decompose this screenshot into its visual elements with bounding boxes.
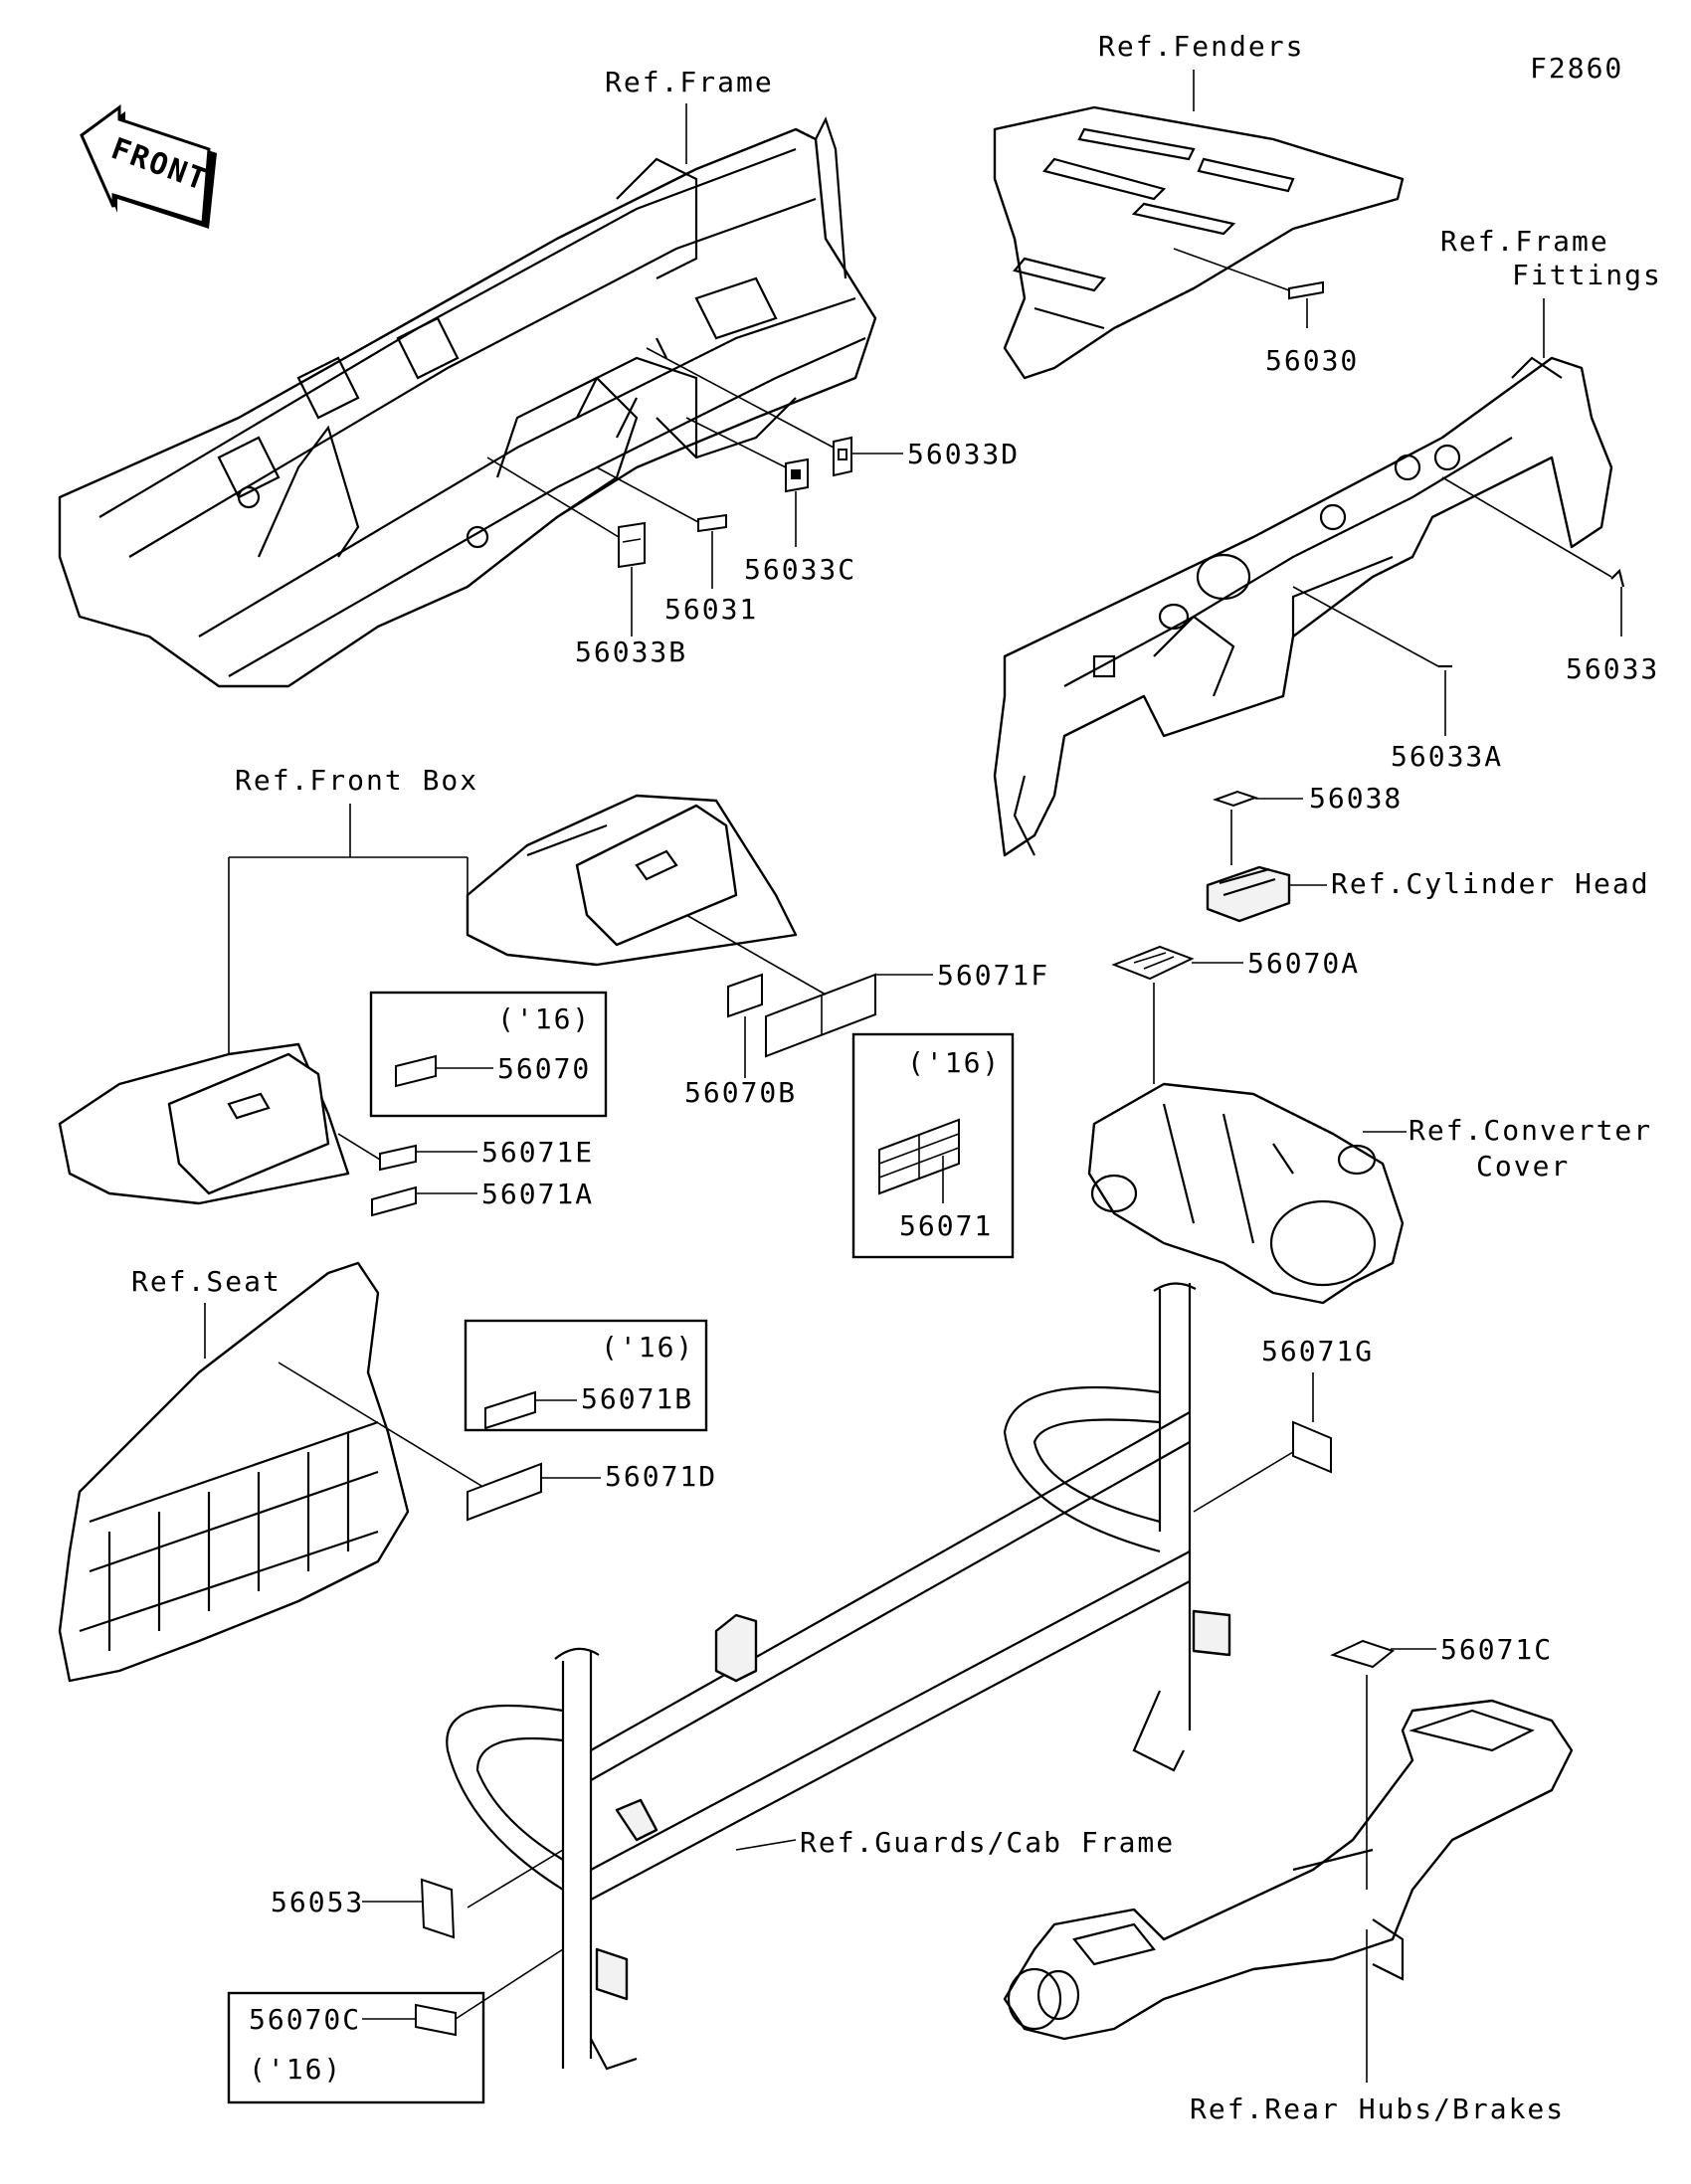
decal-56071g (1193, 1372, 1332, 1513)
seat-part (58, 1261, 410, 1683)
year-note-56070: ('16) (497, 1002, 591, 1035)
part-56071b: 56071B (581, 1382, 693, 1415)
part-56030: 56030 (1265, 344, 1359, 377)
part-56031: 56031 (664, 593, 758, 626)
ref-rear-hubs-brakes-label: Ref.Rear Hubs/Brakes (1190, 2093, 1565, 2125)
year-note-56071: ('16) (907, 1046, 1001, 1079)
part-56033b: 56033B (575, 636, 687, 668)
part-56071g: 56071G (1261, 1335, 1374, 1367)
ref-seat-label: Ref.Seat (131, 1265, 282, 1298)
front-direction-arrow-icon: FRONT (80, 104, 217, 229)
decal-56053 (362, 1849, 564, 1939)
cab-frame-part (446, 1282, 1231, 2071)
box-56070c-2016 (227, 1991, 485, 2104)
part-56070c: 56070C (249, 2003, 361, 2036)
front-box-lower-part (58, 1042, 350, 1205)
part-56071a: 56071A (481, 1178, 594, 1210)
decal-56033b (486, 456, 646, 637)
rear-axle-part (1003, 1699, 1574, 2041)
ref-frame-label: Ref.Frame (605, 66, 774, 98)
part-56070: 56070 (497, 1052, 591, 1085)
part-56033: 56033 (1566, 652, 1659, 685)
part-56070b: 56070B (684, 1076, 797, 1109)
decal-56031 (596, 466, 727, 589)
decal-56033c (685, 417, 809, 547)
box-56071b-2016 (464, 1319, 708, 1432)
decal-56070b (727, 973, 763, 1078)
part-56071e: 56071E (481, 1136, 594, 1169)
part-56053: 56053 (271, 1886, 364, 1918)
part-56033d: 56033D (907, 438, 1020, 470)
year-note-56070c: ('16) (249, 2053, 342, 2086)
part-56071d: 56071D (605, 1460, 717, 1493)
part-56070a: 56070A (1247, 947, 1360, 980)
ref-fenders-label: Ref.Fenders (1098, 30, 1304, 63)
year-note-56071b: ('16) (601, 1331, 694, 1364)
decal-56071e (337, 1133, 477, 1172)
ref-converter-cover-label-2: Cover (1476, 1150, 1570, 1183)
decal-56070 (395, 1054, 493, 1088)
fenders-part (993, 105, 1405, 380)
decal-56033d (646, 347, 903, 477)
frame-fittings-part (993, 356, 1613, 857)
decal-56071 (878, 1118, 960, 1203)
box-56070-2016 (369, 991, 608, 1118)
decal-56070a (1111, 945, 1243, 1084)
part-56033c: 56033C (744, 553, 856, 586)
part-56071c: 56071C (1440, 1633, 1553, 1666)
ref-converter-cover-label-1: Ref.Converter (1409, 1114, 1652, 1147)
front-box-upper-part (466, 794, 798, 967)
cylinder-head-part (1206, 865, 1291, 923)
ref-frame-fittings-label-2: Fittings (1512, 259, 1662, 291)
decal-56071d (278, 1362, 601, 1522)
decal-56033a (1292, 586, 1452, 736)
decal-56071c (1330, 1639, 1436, 1890)
part-56038: 56038 (1309, 782, 1403, 815)
box-56071-2016 (851, 1032, 1015, 1259)
converter-cover-part (1087, 1082, 1405, 1305)
decal-56071a (371, 1185, 477, 1217)
decal-56038 (1212, 790, 1303, 865)
frame-assembly (58, 116, 877, 688)
ref-frame-fittings-label-1: Ref.Frame (1440, 225, 1609, 258)
decal-56033 (1441, 476, 1625, 637)
ref-front-box-label: Ref.Front Box (235, 764, 478, 797)
ref-guards-cab-frame-label: Ref.Guards/Cab Frame (800, 1826, 1175, 1859)
ref-cylinder-head-label: Ref.Cylinder Head (1331, 867, 1650, 900)
decal-56070c (362, 1948, 564, 2037)
decal-56071f (685, 914, 933, 1058)
figure-code: F2860 (1530, 52, 1623, 85)
part-56071f: 56071F (937, 959, 1049, 992)
part-56033a: 56033A (1391, 740, 1503, 773)
decal-56071b (484, 1390, 577, 1430)
decal-56030 (1173, 248, 1324, 328)
part-56071: 56071 (899, 1209, 993, 1242)
